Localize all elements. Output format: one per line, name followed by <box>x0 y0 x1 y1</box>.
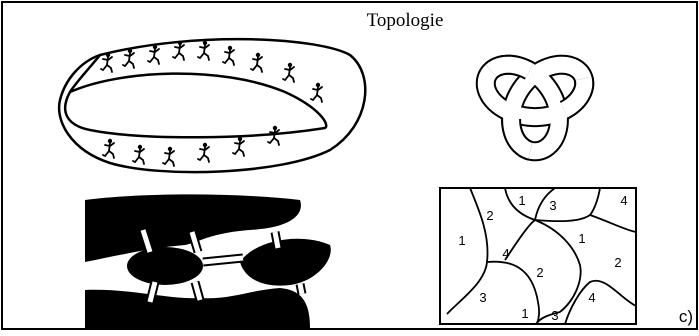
figure-title: Topologie <box>0 10 699 32</box>
region-label: 2 <box>614 255 621 270</box>
bridge <box>300 284 302 294</box>
bridge <box>192 232 198 252</box>
moebius-strip-panel <box>59 39 365 172</box>
region-label: 4 <box>620 193 627 208</box>
region-label: 4 <box>588 290 595 305</box>
trefoil-knot-drawing <box>486 65 584 152</box>
region-label: 3 <box>551 308 558 323</box>
panel-label: c) <box>679 307 693 327</box>
bridge <box>150 282 155 302</box>
region-label: 3 <box>479 290 486 305</box>
koenigsberg-bridges-panel <box>85 194 331 328</box>
bridge <box>275 232 278 248</box>
region-label: 1 <box>578 231 585 246</box>
island-left <box>127 247 203 285</box>
four-color-map-panel: 4 1 3 2 1 4 1 2 2 3 4 1 3 <box>440 188 636 324</box>
region-label: 1 <box>521 306 528 321</box>
bridge <box>195 282 200 300</box>
region-label: 4 <box>502 246 509 261</box>
region-label: 3 <box>549 198 556 213</box>
region-label: 2 <box>536 265 543 280</box>
trefoil-knot-panel <box>486 65 584 152</box>
region-label: 1 <box>518 193 525 208</box>
region-label: 1 <box>458 233 465 248</box>
bridge <box>203 258 243 262</box>
island-right <box>240 239 331 286</box>
knot-crossing-fill <box>491 65 529 71</box>
region-label: 2 <box>486 208 493 223</box>
